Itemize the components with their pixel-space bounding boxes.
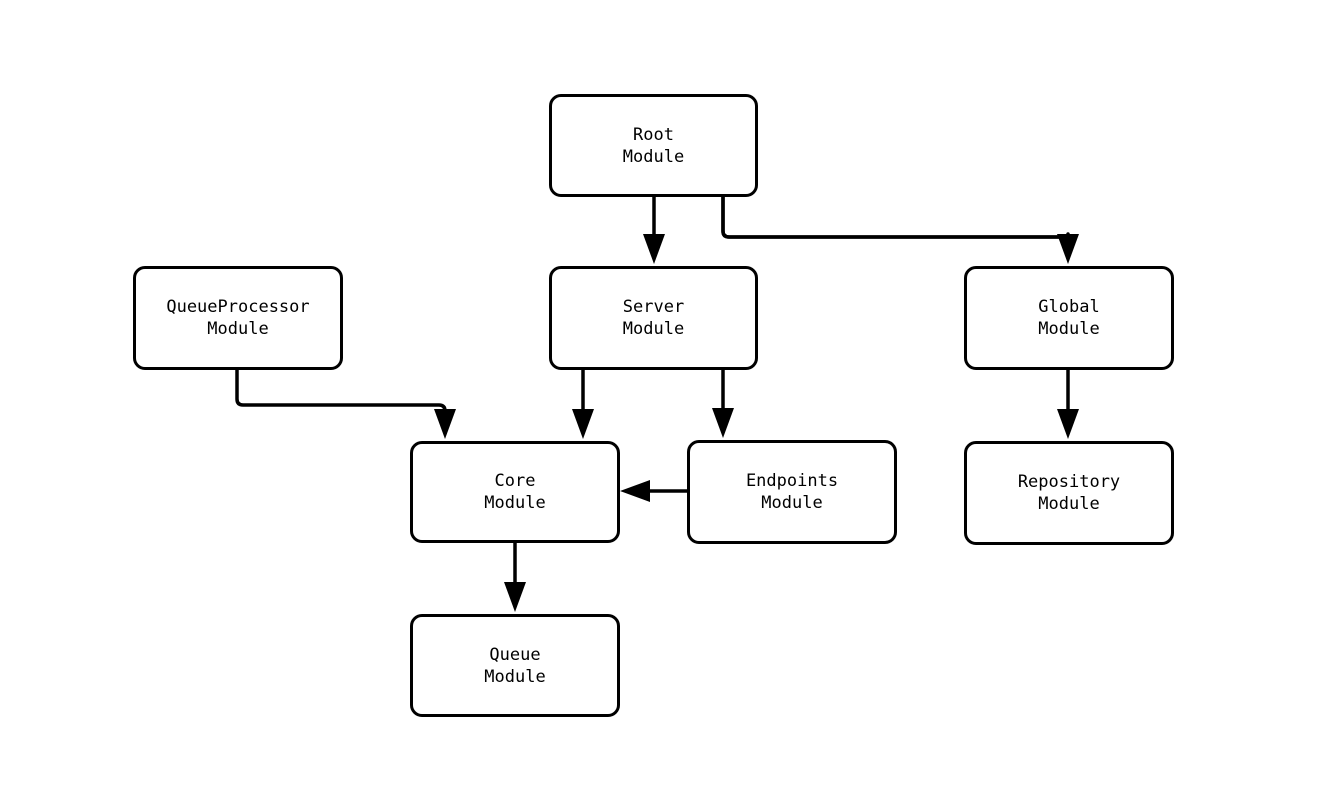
node-core-module[interactable]: Core Module: [410, 441, 620, 543]
edge-root-to-global: [721, 195, 1079, 264]
node-server-module-label: Server Module: [622, 297, 685, 339]
node-root-module[interactable]: Root Module: [549, 94, 758, 197]
edge-server-to-endpoints: [712, 370, 734, 438]
edge-global-to-repository: [1057, 370, 1079, 439]
edge-server-to-core: [572, 370, 594, 439]
node-core-module-label: Core Module: [484, 471, 546, 513]
node-queueprocessor-module-label: QueueProcessor Module: [166, 297, 310, 339]
edge-core-to-queue: [504, 543, 526, 612]
edge-root-to-server: [643, 197, 665, 264]
node-root-module-label: Root Module: [622, 124, 685, 167]
node-repository-module-label: Repository Module: [1017, 472, 1121, 514]
node-global-module-label: Global Module: [1038, 297, 1100, 339]
node-queue-module[interactable]: Queue Module: [410, 614, 620, 717]
node-queue-module-label: Queue Module: [484, 644, 546, 687]
node-repository-module[interactable]: Repository Module: [964, 441, 1174, 545]
node-endpoints-module-label: Endpoints Module: [745, 471, 839, 513]
edge-endpoints-to-core: [620, 480, 687, 502]
node-global-module[interactable]: Global Module: [964, 266, 1174, 370]
node-endpoints-module[interactable]: Endpoints Module: [687, 440, 897, 544]
edge-queueprocessor-to-core: [235, 370, 456, 439]
node-queueprocessor-module[interactable]: QueueProcessor Module: [133, 266, 343, 370]
node-server-module[interactable]: Server Module: [549, 266, 758, 370]
